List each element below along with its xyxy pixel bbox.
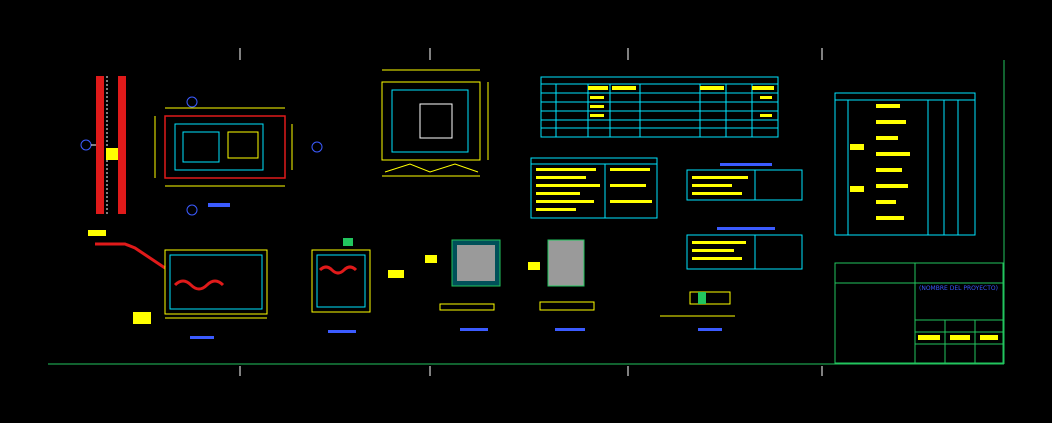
wall-section-detail xyxy=(80,76,126,214)
hinge-detail xyxy=(660,291,735,331)
quantities-table-1 xyxy=(540,76,779,138)
chamber-section-b xyxy=(311,238,404,333)
cover-plan-view xyxy=(381,69,489,177)
cover-detail-1 xyxy=(425,239,501,331)
chamber-plan-view xyxy=(154,96,323,216)
quantities-table-3 xyxy=(686,163,803,201)
quantities-table-5 xyxy=(834,92,976,236)
quantities-table-2 xyxy=(530,157,658,219)
sheet-frame xyxy=(48,48,1005,376)
quantities-table-4 xyxy=(686,227,803,270)
cover-detail-2 xyxy=(528,239,595,331)
title-block xyxy=(834,262,1004,364)
project-name-label: (NOMBRE DEL PROYECTO) xyxy=(919,285,998,292)
chamber-section-a xyxy=(88,230,268,339)
